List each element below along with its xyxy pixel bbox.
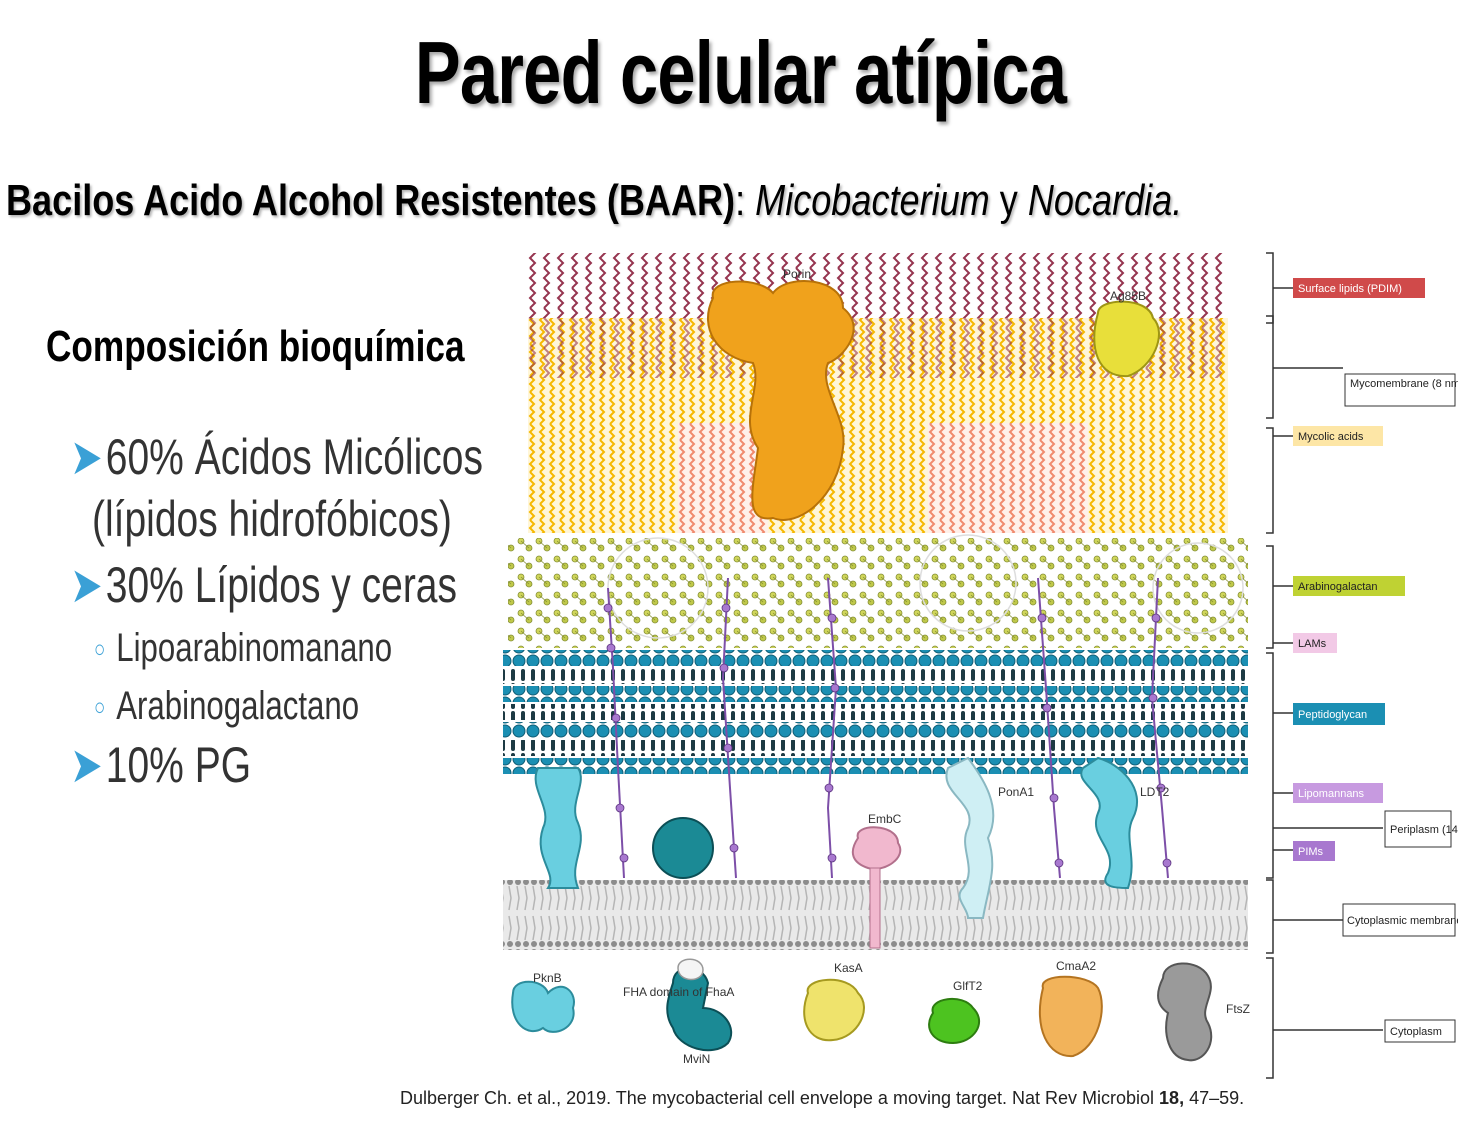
sub-bullet-item: ○ Lipoarabinomanano xyxy=(94,626,392,671)
bullet-item: ➤10% PG xyxy=(70,736,251,794)
bullet-arrow-icon: ➤ xyxy=(70,737,103,793)
bullet-arrow-icon: ➤ xyxy=(70,557,103,613)
subtitle-separator: : xyxy=(735,176,746,225)
citation: Dulberger Ch. et al., 2019. The mycobact… xyxy=(400,1088,1244,1109)
label-porin: Porin xyxy=(783,267,811,281)
bullet-item: (lípidos hidrofóbicos) xyxy=(92,490,452,548)
bullet-item: ➤30% Lípidos y ceras xyxy=(70,556,457,614)
bullet-arrow-icon: ➤ xyxy=(70,429,103,485)
legend-cytoplasm: Cytoplasm xyxy=(1390,1026,1442,1038)
legend-peptidoglycan: Peptidoglycan xyxy=(1298,709,1367,721)
legend-surface-lipids: Surface lipids (PDIM) xyxy=(1298,283,1402,295)
bullet-text: (lípidos hidrofóbicos) xyxy=(92,491,452,547)
cell-envelope-figure: Porin Ag85B EmbC PonA1 LDT2 PknB FHA dom… xyxy=(503,252,1458,1079)
label-ag85b: Ag85B xyxy=(1110,289,1146,303)
subtitle-bold: Bacilos Acido Alcohol Resistentes (BAAR) xyxy=(6,176,736,225)
label-kasa: KasA xyxy=(834,961,863,975)
circle-bullet-icon: ○ xyxy=(94,694,106,722)
legend-mycomembrane: Mycomembrane (8 nm) xyxy=(1350,378,1458,390)
sub-bullet-item: ○ Arabinogalactano xyxy=(94,684,359,729)
legend-lams: LAMs xyxy=(1298,638,1327,650)
label-fha-domain: FHA domain of FhaA xyxy=(623,985,734,999)
bullet-text: Arabinogalactano xyxy=(116,684,360,728)
citation-volume: 18, xyxy=(1159,1088,1185,1108)
bullet-text: 10% PG xyxy=(105,737,252,793)
circle-bullet-icon: ○ xyxy=(94,636,106,664)
slide-title: Pared celular atípica xyxy=(414,23,1067,122)
label-embc: EmbC xyxy=(868,812,902,826)
label-cmaa2: CmaA2 xyxy=(1056,959,1096,973)
label-ldt2: LDT2 xyxy=(1140,785,1170,799)
legend-lipomannans: Lipomannans xyxy=(1298,788,1365,800)
legend-arabinogalactan: Arabinogalactan xyxy=(1298,581,1378,593)
citation-pages: 47–59. xyxy=(1184,1088,1245,1108)
bullet-text: 30% Lípidos y ceras xyxy=(105,557,458,613)
subtitle-conjunction: y xyxy=(999,176,1018,225)
legend-pims: PIMs xyxy=(1298,846,1324,858)
label-ftsz: FtsZ xyxy=(1226,1002,1250,1016)
bullet-text: 60% Ácidos Micólicos xyxy=(105,429,483,485)
composition-heading: Composición bioquímica xyxy=(46,322,465,371)
bullet-item: ➤60% Ácidos Micólicos xyxy=(70,428,483,486)
slide-subtitle: Bacilos Acido Alcohol Resistentes (BAAR)… xyxy=(6,176,1182,226)
genus-nocardia: Nocardia. xyxy=(1027,176,1183,225)
label-pona1: PonA1 xyxy=(998,785,1034,799)
citation-text: Dulberger Ch. et al., 2019. The mycobact… xyxy=(400,1088,1160,1108)
genus-micobacterium: Micobacterium xyxy=(755,176,990,225)
legend-cytoplasmic-membrane: Cytoplasmic membrane (7 nm) xyxy=(1347,915,1458,927)
label-pknb: PknB xyxy=(533,971,562,985)
label-glft2: GlfT2 xyxy=(953,979,983,993)
bullet-text: Lipoarabinomanano xyxy=(116,626,393,670)
label-mvin: MviN xyxy=(683,1052,710,1066)
legend-mycolic-acids: Mycolic acids xyxy=(1298,431,1364,443)
legend-periplasm: Periplasm (14 nm) xyxy=(1390,824,1458,836)
